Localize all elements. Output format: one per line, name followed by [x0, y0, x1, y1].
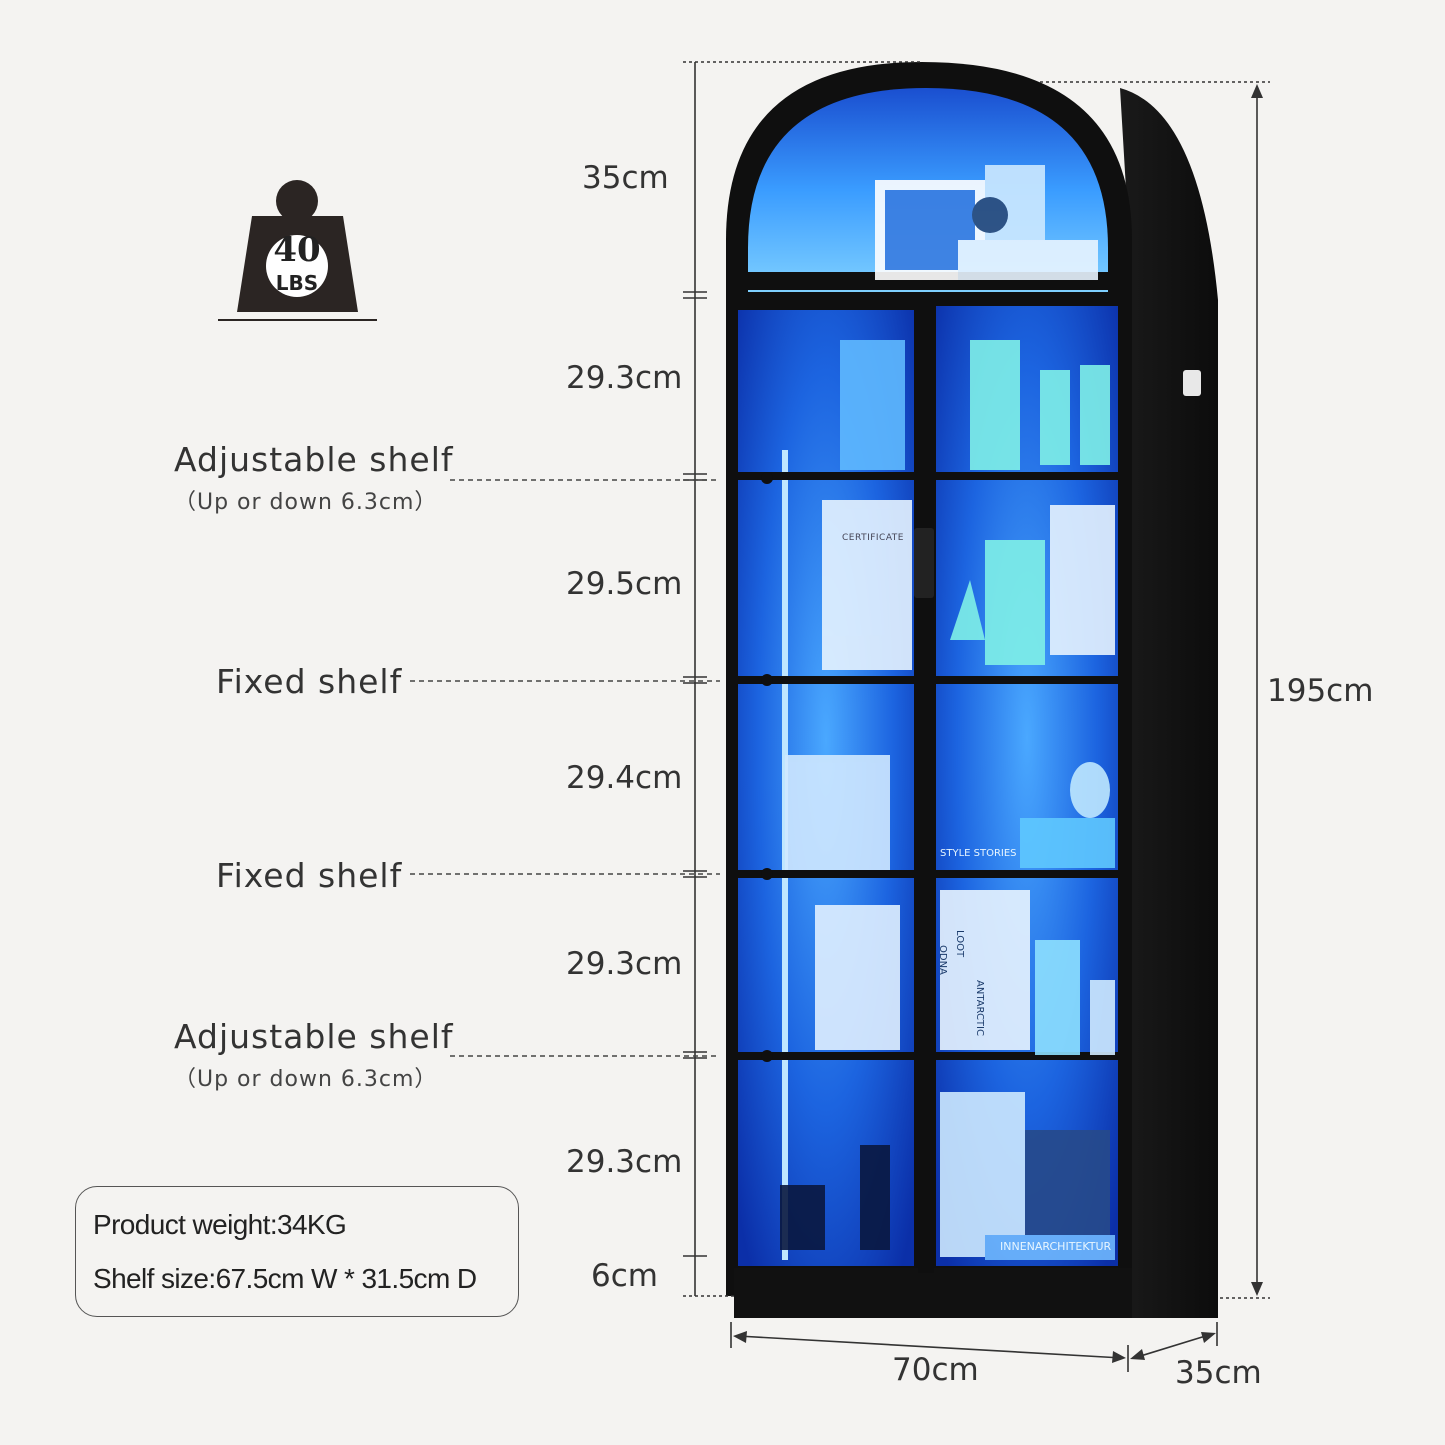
- height-dimension-lines: [683, 61, 920, 1297]
- display-items: [780, 165, 1115, 1260]
- weight-value: 40: [273, 230, 321, 270]
- weight-unit: LBS: [275, 271, 319, 295]
- segment-label-base: 6cm: [591, 1258, 658, 1294]
- segment-label-3: 29.4cm: [566, 760, 683, 796]
- touch-switch: [1183, 370, 1201, 396]
- product-info-box: Product weight:34KG Shelf size:67.5cm W …: [75, 1186, 519, 1317]
- item-label-innenarchitektur: INNENARCHITEKTUR: [1000, 1240, 1112, 1253]
- door-handle: [914, 528, 934, 598]
- shelf-size: Shelf size:67.5cm W * 31.5cm D: [93, 1263, 477, 1294]
- shelf-note-adjustable-top: （Up or down 6.3cm）: [174, 490, 438, 515]
- shelf-lines: [738, 472, 1118, 1062]
- segment-label-2: 29.5cm: [566, 566, 683, 602]
- total-height-label: 195cm: [1267, 673, 1374, 709]
- shelf-label-fixed-1: Fixed shelf: [216, 662, 403, 701]
- segment-label-5: 29.3cm: [566, 1144, 683, 1180]
- item-label-certificate: CERTIFICATE: [842, 533, 904, 543]
- shelf-note-adjustable-bottom: （Up or down 6.3cm）: [174, 1067, 438, 1092]
- cabinet-side: [1120, 88, 1218, 1318]
- item-label-loot: LOOT: [954, 930, 965, 958]
- segment-label-4: 29.3cm: [566, 946, 683, 982]
- depth-label: 35cm: [1175, 1355, 1262, 1391]
- shelf-label-adjustable-top: Adjustable shelf: [174, 440, 454, 479]
- weight-icon: [218, 180, 377, 321]
- segment-label-1: 29.3cm: [566, 360, 683, 396]
- segment-label-top: 35cm: [582, 160, 669, 196]
- cabinet-plinth: [734, 1268, 1132, 1318]
- item-label-odna: ODNA: [937, 945, 948, 975]
- shelf-label-adjustable-bottom: Adjustable shelf: [174, 1017, 454, 1056]
- product-weight: Product weight:34KG: [93, 1209, 347, 1240]
- shelf-label-fixed-2: Fixed shelf: [216, 856, 403, 895]
- width-label: 70cm: [892, 1352, 979, 1388]
- total-height-line: [1040, 81, 1270, 1299]
- width-line: [730, 1322, 1129, 1372]
- item-label-antarctic: ANTARCTIC: [974, 980, 985, 1036]
- item-label-style-stories: STYLE STORIES: [940, 848, 1017, 859]
- depth-line: [1130, 1322, 1218, 1360]
- shelf-leader-lines: [410, 479, 720, 1057]
